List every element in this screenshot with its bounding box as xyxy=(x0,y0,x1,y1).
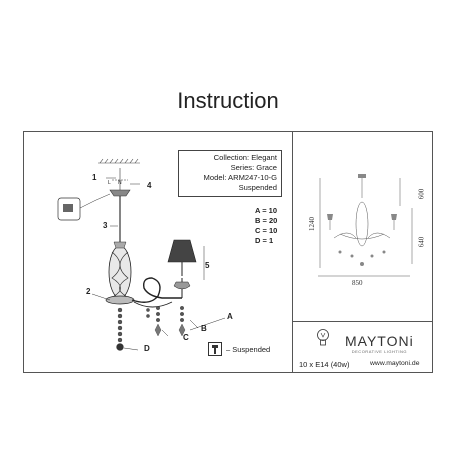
arm xyxy=(131,277,182,303)
series-text: Series: Grace xyxy=(230,163,277,172)
model-text: Model: ARM247-10-G xyxy=(203,173,277,182)
lamp-shade xyxy=(167,239,197,263)
suspended-icon xyxy=(208,342,222,356)
dim-width: 850 xyxy=(352,279,363,287)
website-link[interactable]: www.maytoni.de xyxy=(370,360,420,367)
param-b: B = 20 xyxy=(255,216,278,225)
product-info-box: Collection: Elegant Series: Grace Model:… xyxy=(178,150,282,197)
divider-vertical xyxy=(292,131,293,373)
label-2: 2 xyxy=(86,287,91,296)
divider-horizontal xyxy=(292,321,433,322)
brand-name: MAYTONi xyxy=(345,333,414,349)
dim-height-top: 600 xyxy=(417,188,426,200)
param-c: C = 10 xyxy=(255,226,278,235)
suspended-legend: – Suspended xyxy=(208,342,270,356)
label-4: 4 xyxy=(147,181,152,190)
param-d: D = 1 xyxy=(255,236,274,245)
assembly-diagram xyxy=(57,158,226,351)
brand-tagline: DECORATIVE LIGHTING xyxy=(351,349,407,354)
dim-height-body: 640 xyxy=(417,236,426,248)
param-a: A = 10 xyxy=(255,206,278,215)
label-1: 1 xyxy=(92,173,97,182)
bulb-icon xyxy=(317,329,329,346)
parts-count-list: A = 10 B = 20 C = 10 D = 1 xyxy=(255,206,277,246)
label-b: B xyxy=(201,324,207,333)
label-n: N xyxy=(118,180,122,186)
type-text: Suspended xyxy=(238,183,277,192)
label-5: 5 xyxy=(205,261,210,270)
canopy xyxy=(109,189,131,197)
label-d: D xyxy=(144,344,150,353)
instruction-frame xyxy=(23,131,433,373)
label-l: L xyxy=(108,180,111,186)
label-c: C xyxy=(183,333,189,342)
suspended-text: – Suspended xyxy=(226,344,271,354)
label-a: A xyxy=(227,312,233,321)
power-spec: 10 x E14 (40w) xyxy=(299,360,350,369)
brand-logo: MAYTONi DECORATIVE LIGHTING xyxy=(345,333,414,354)
dim-height-total: 1240 xyxy=(308,217,316,231)
dimension-drawing xyxy=(318,174,413,277)
central-bowl xyxy=(105,295,135,305)
crystal-strings xyxy=(116,306,186,351)
collection-text: Collection: Elegant xyxy=(213,153,277,162)
label-3: 3 xyxy=(103,221,108,230)
ceiling-hatch xyxy=(98,158,140,164)
page-title: Instruction xyxy=(177,88,279,113)
